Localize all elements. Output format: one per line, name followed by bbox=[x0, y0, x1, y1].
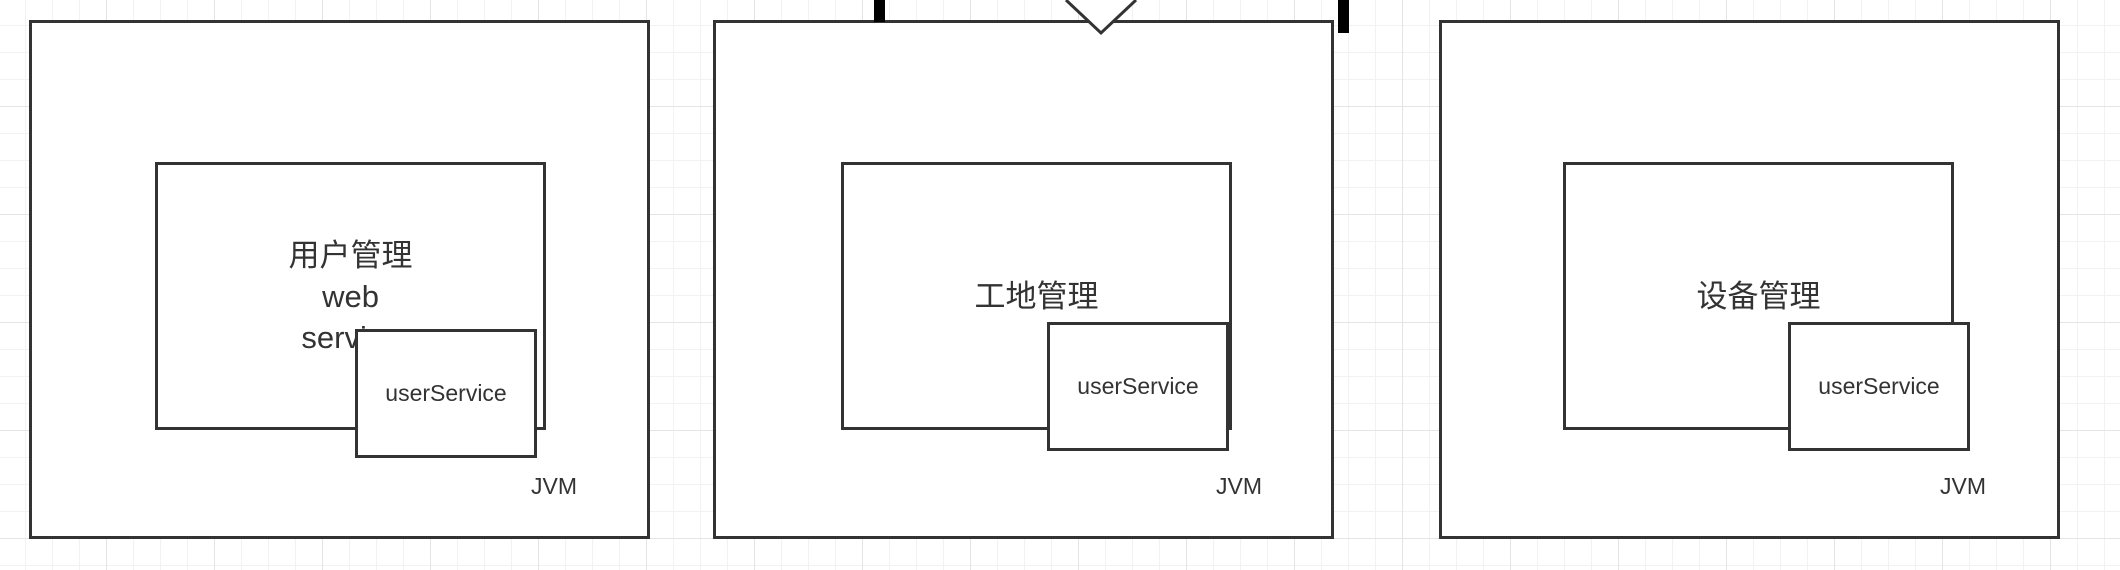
service-label: 工地管理 bbox=[844, 276, 1229, 317]
component-box-userservice-2[interactable]: userService bbox=[1047, 322, 1229, 451]
service-label-line: 工地管理 bbox=[974, 278, 1099, 314]
service-label: 设备管理 bbox=[1566, 276, 1951, 317]
service-label-line: 用户管理 bbox=[288, 237, 413, 273]
service-box-user-management[interactable]: 用户管理 web service bbox=[155, 162, 546, 430]
component-label: userService bbox=[1077, 373, 1199, 399]
component-label: userService bbox=[385, 380, 507, 406]
arrow-head-icon[interactable] bbox=[1064, 0, 1138, 36]
jvm-label-1: JVM bbox=[531, 473, 577, 499]
component-label: userService bbox=[1818, 373, 1940, 399]
service-label-line: 设备管理 bbox=[1696, 278, 1821, 314]
service-label-line: web bbox=[322, 278, 379, 314]
connector-line-left[interactable] bbox=[874, 0, 885, 22]
jvm-label-2: JVM bbox=[1216, 473, 1262, 499]
connector-line-right[interactable] bbox=[1338, 0, 1349, 33]
jvm-label-3: JVM bbox=[1940, 473, 1986, 499]
component-box-userservice-1[interactable]: userService bbox=[355, 329, 537, 458]
component-box-userservice-3[interactable]: userService bbox=[1788, 322, 1970, 451]
